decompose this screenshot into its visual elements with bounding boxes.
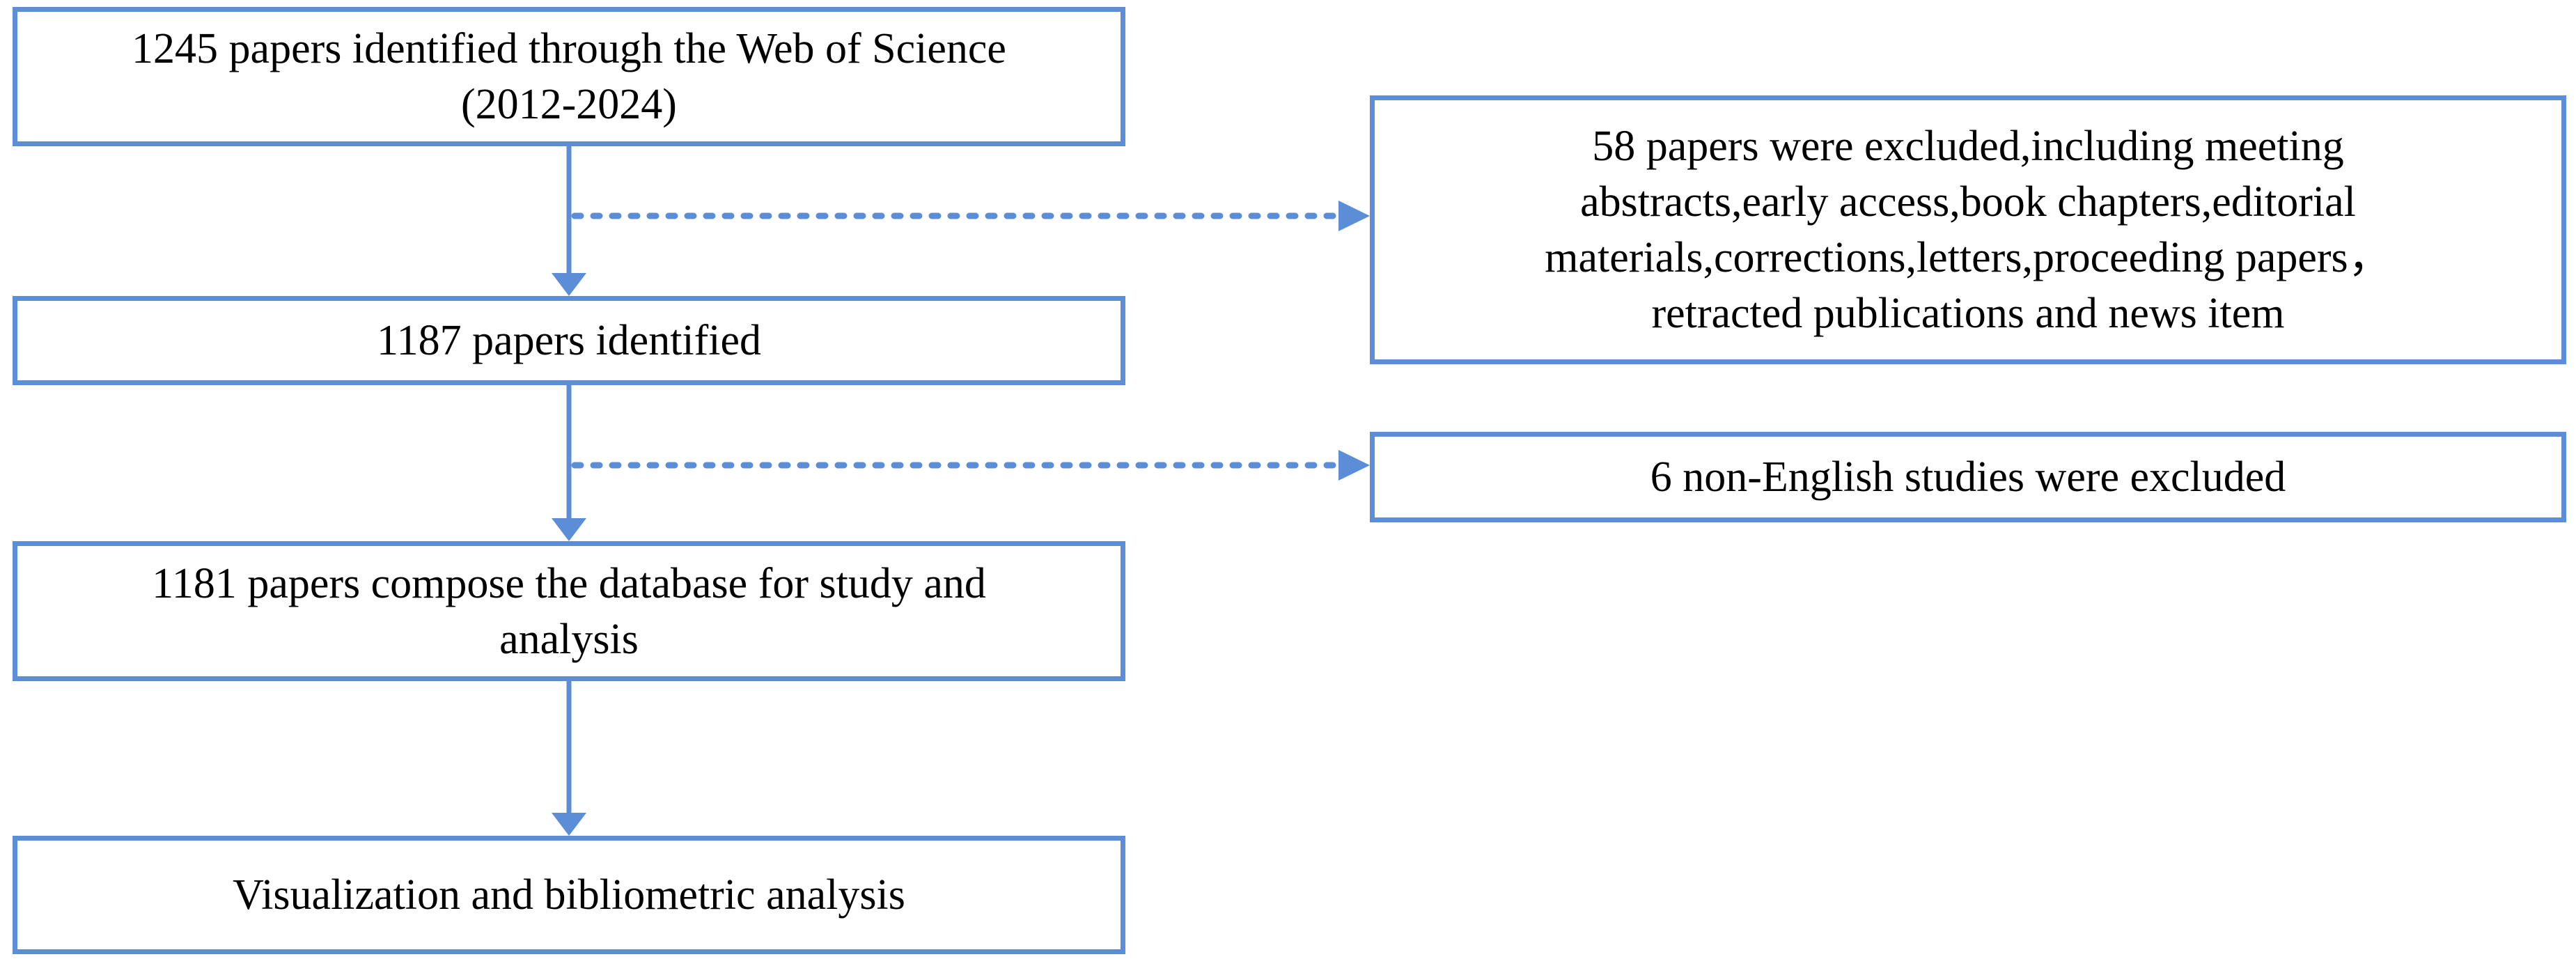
step-box-wos-search: 1245 papers identified through the Web o… [13,7,1125,146]
step-box-text-line: 1181 papers compose the database for stu… [152,559,986,607]
dotted-arrow-exclusion-1 [571,201,1370,231]
exclusion-text-line: retracted publications and news item [1651,290,2285,337]
step-box-text-line: 1245 papers identified through the Web o… [132,25,1006,72]
exclusion-text-line: abstracts,early access,book chapters,edi… [1580,178,2356,226]
dotted-arrow-exclusion-2 [571,450,1370,481]
step-box-visualization: Visualization and bibliometric analysis [13,836,1125,954]
step-box-text-line: 1187 papers identified [376,317,762,364]
arrow-step3-to-step4 [552,681,586,836]
exclusion-box-58-papers: 58 papers were excluded,including meetin… [1370,95,2566,364]
step-box-text-line: Visualization and bibliometric analysis [233,871,905,919]
arrow-step2-to-step3 [552,385,586,541]
exclusion-text-line: materials,corrections,letters,proceeding… [1545,234,2391,281]
step-box-database: 1181 papers compose the database for stu… [13,541,1125,681]
step-box-text-line: (2012-2024) [461,81,677,128]
exclusion-text-line: 6 non-English studies were excluded [1650,453,2286,501]
arrow-step1-to-step2 [552,146,586,296]
step-box-identified: 1187 papers identified [13,296,1125,385]
exclusion-box-non-english: 6 non-English studies were excluded [1370,432,2566,522]
step-box-text-line: analysis [499,615,639,663]
exclusion-text-line: 58 papers were excluded,including meetin… [1592,123,2344,170]
